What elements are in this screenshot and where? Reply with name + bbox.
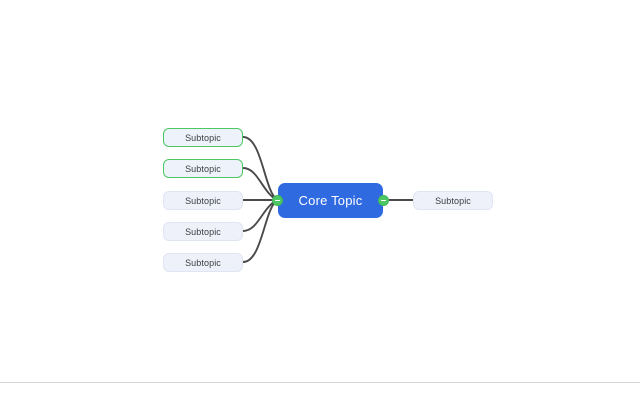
subtopic-label: Subtopic	[185, 132, 221, 143]
connector-edge	[242, 167, 278, 201]
collapse-handle-left[interactable]	[272, 195, 283, 206]
subtopic-label: Subtopic	[185, 257, 221, 268]
subtopic-label: Subtopic	[185, 163, 221, 174]
connector-edge	[242, 199, 278, 232]
bottom-divider	[0, 382, 640, 383]
core-topic-label: Core Topic	[298, 193, 363, 208]
subtopic-node[interactable]: Subtopic	[163, 128, 243, 147]
core-topic-node[interactable]: Core Topic	[278, 183, 383, 218]
subtopic-label: Subtopic	[185, 195, 221, 206]
connector-edge	[242, 199, 278, 263]
collapse-handle-right[interactable]	[378, 195, 389, 206]
minus-icon	[381, 199, 386, 202]
subtopic-label: Subtopic	[435, 195, 471, 206]
subtopic-node[interactable]: Subtopic	[163, 222, 243, 241]
subtopic-label: Subtopic	[185, 226, 221, 237]
subtopic-node[interactable]: Subtopic	[163, 159, 243, 178]
subtopic-node[interactable]: Subtopic	[413, 191, 493, 210]
subtopic-node[interactable]: Subtopic	[163, 253, 243, 272]
subtopic-node[interactable]: Subtopic	[163, 191, 243, 210]
minus-icon	[275, 199, 280, 202]
connector-edge	[242, 136, 278, 201]
